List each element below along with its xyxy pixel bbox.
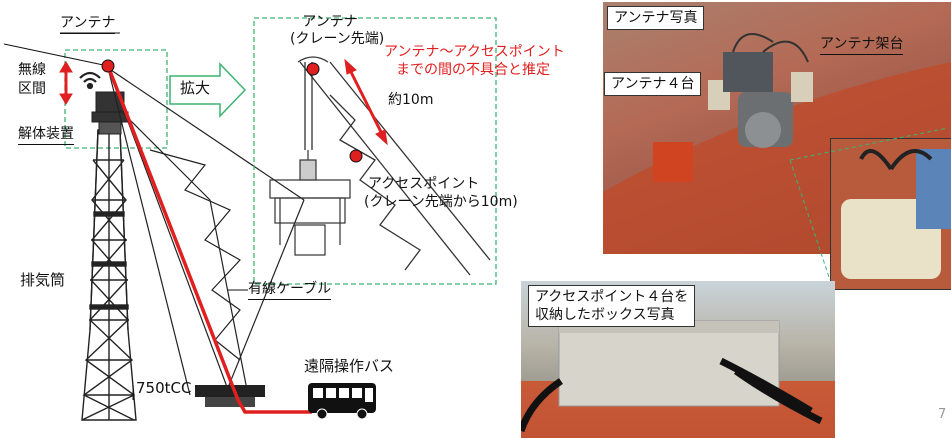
zoom-region-box — [64, 49, 168, 149]
zoom-antenna-label: アンテナ(クレーン先端) — [290, 14, 385, 47]
antenna-label: アンテナ — [60, 15, 116, 34]
fault-note-1: アンテナ～アクセスポイント — [384, 44, 565, 60]
antenna-count-label: アンテナ４台 — [604, 72, 702, 96]
zoom-access-point-dot — [349, 149, 363, 163]
box-photo-title: アクセスポイント４台を収納したボックス写真 — [528, 285, 696, 327]
zoom-detail-box — [253, 17, 497, 285]
inset-connector-lines — [789, 127, 949, 281]
wireless-label-1: 無線 — [18, 62, 46, 78]
page-number: 7 — [938, 407, 947, 422]
zoom-arrow — [169, 62, 247, 118]
antenna-closeup-photo — [830, 138, 951, 290]
crane-diagram — [3, 17, 497, 421]
crane-label: 750tCC — [136, 379, 192, 397]
remote-bus-label: 遠隔操作バス — [304, 357, 395, 375]
fault-note-2: までの間の不具合と推定 — [396, 62, 550, 78]
crane-boom — [107, 67, 305, 396]
wireless-label-2: 区間 — [18, 81, 46, 97]
wired-cable-label: 有線ケーブル — [248, 281, 332, 300]
access-point-label-2: (クレーン先端から10m) — [364, 194, 518, 210]
exhaust-stack — [81, 129, 137, 421]
access-point-label-1: アクセスポイント — [368, 176, 480, 192]
zoom-antenna-dot — [306, 62, 320, 76]
dismantler-label: 解体装置 — [18, 126, 74, 145]
wired-cable-line — [106, 65, 312, 414]
remote-bus-icon — [308, 383, 376, 420]
stack-label: 排気筒 — [20, 271, 66, 289]
zoom-crane-tip — [297, 56, 491, 276]
wireless-arrow — [59, 61, 73, 105]
antenna-leader-line — [3, 43, 109, 67]
crane-base — [195, 385, 265, 407]
antenna-dot — [101, 59, 115, 73]
antenna-photo-title: アンテナ写真 — [607, 6, 705, 30]
distance-label: 約10m — [388, 92, 434, 108]
antenna-mount-label: アンテナ架台 — [820, 36, 904, 55]
zoom-dismantler — [269, 150, 351, 256]
wifi-icon — [79, 71, 101, 90]
distance-arrow — [344, 58, 388, 146]
zoom-label: 拡大 — [180, 79, 211, 97]
